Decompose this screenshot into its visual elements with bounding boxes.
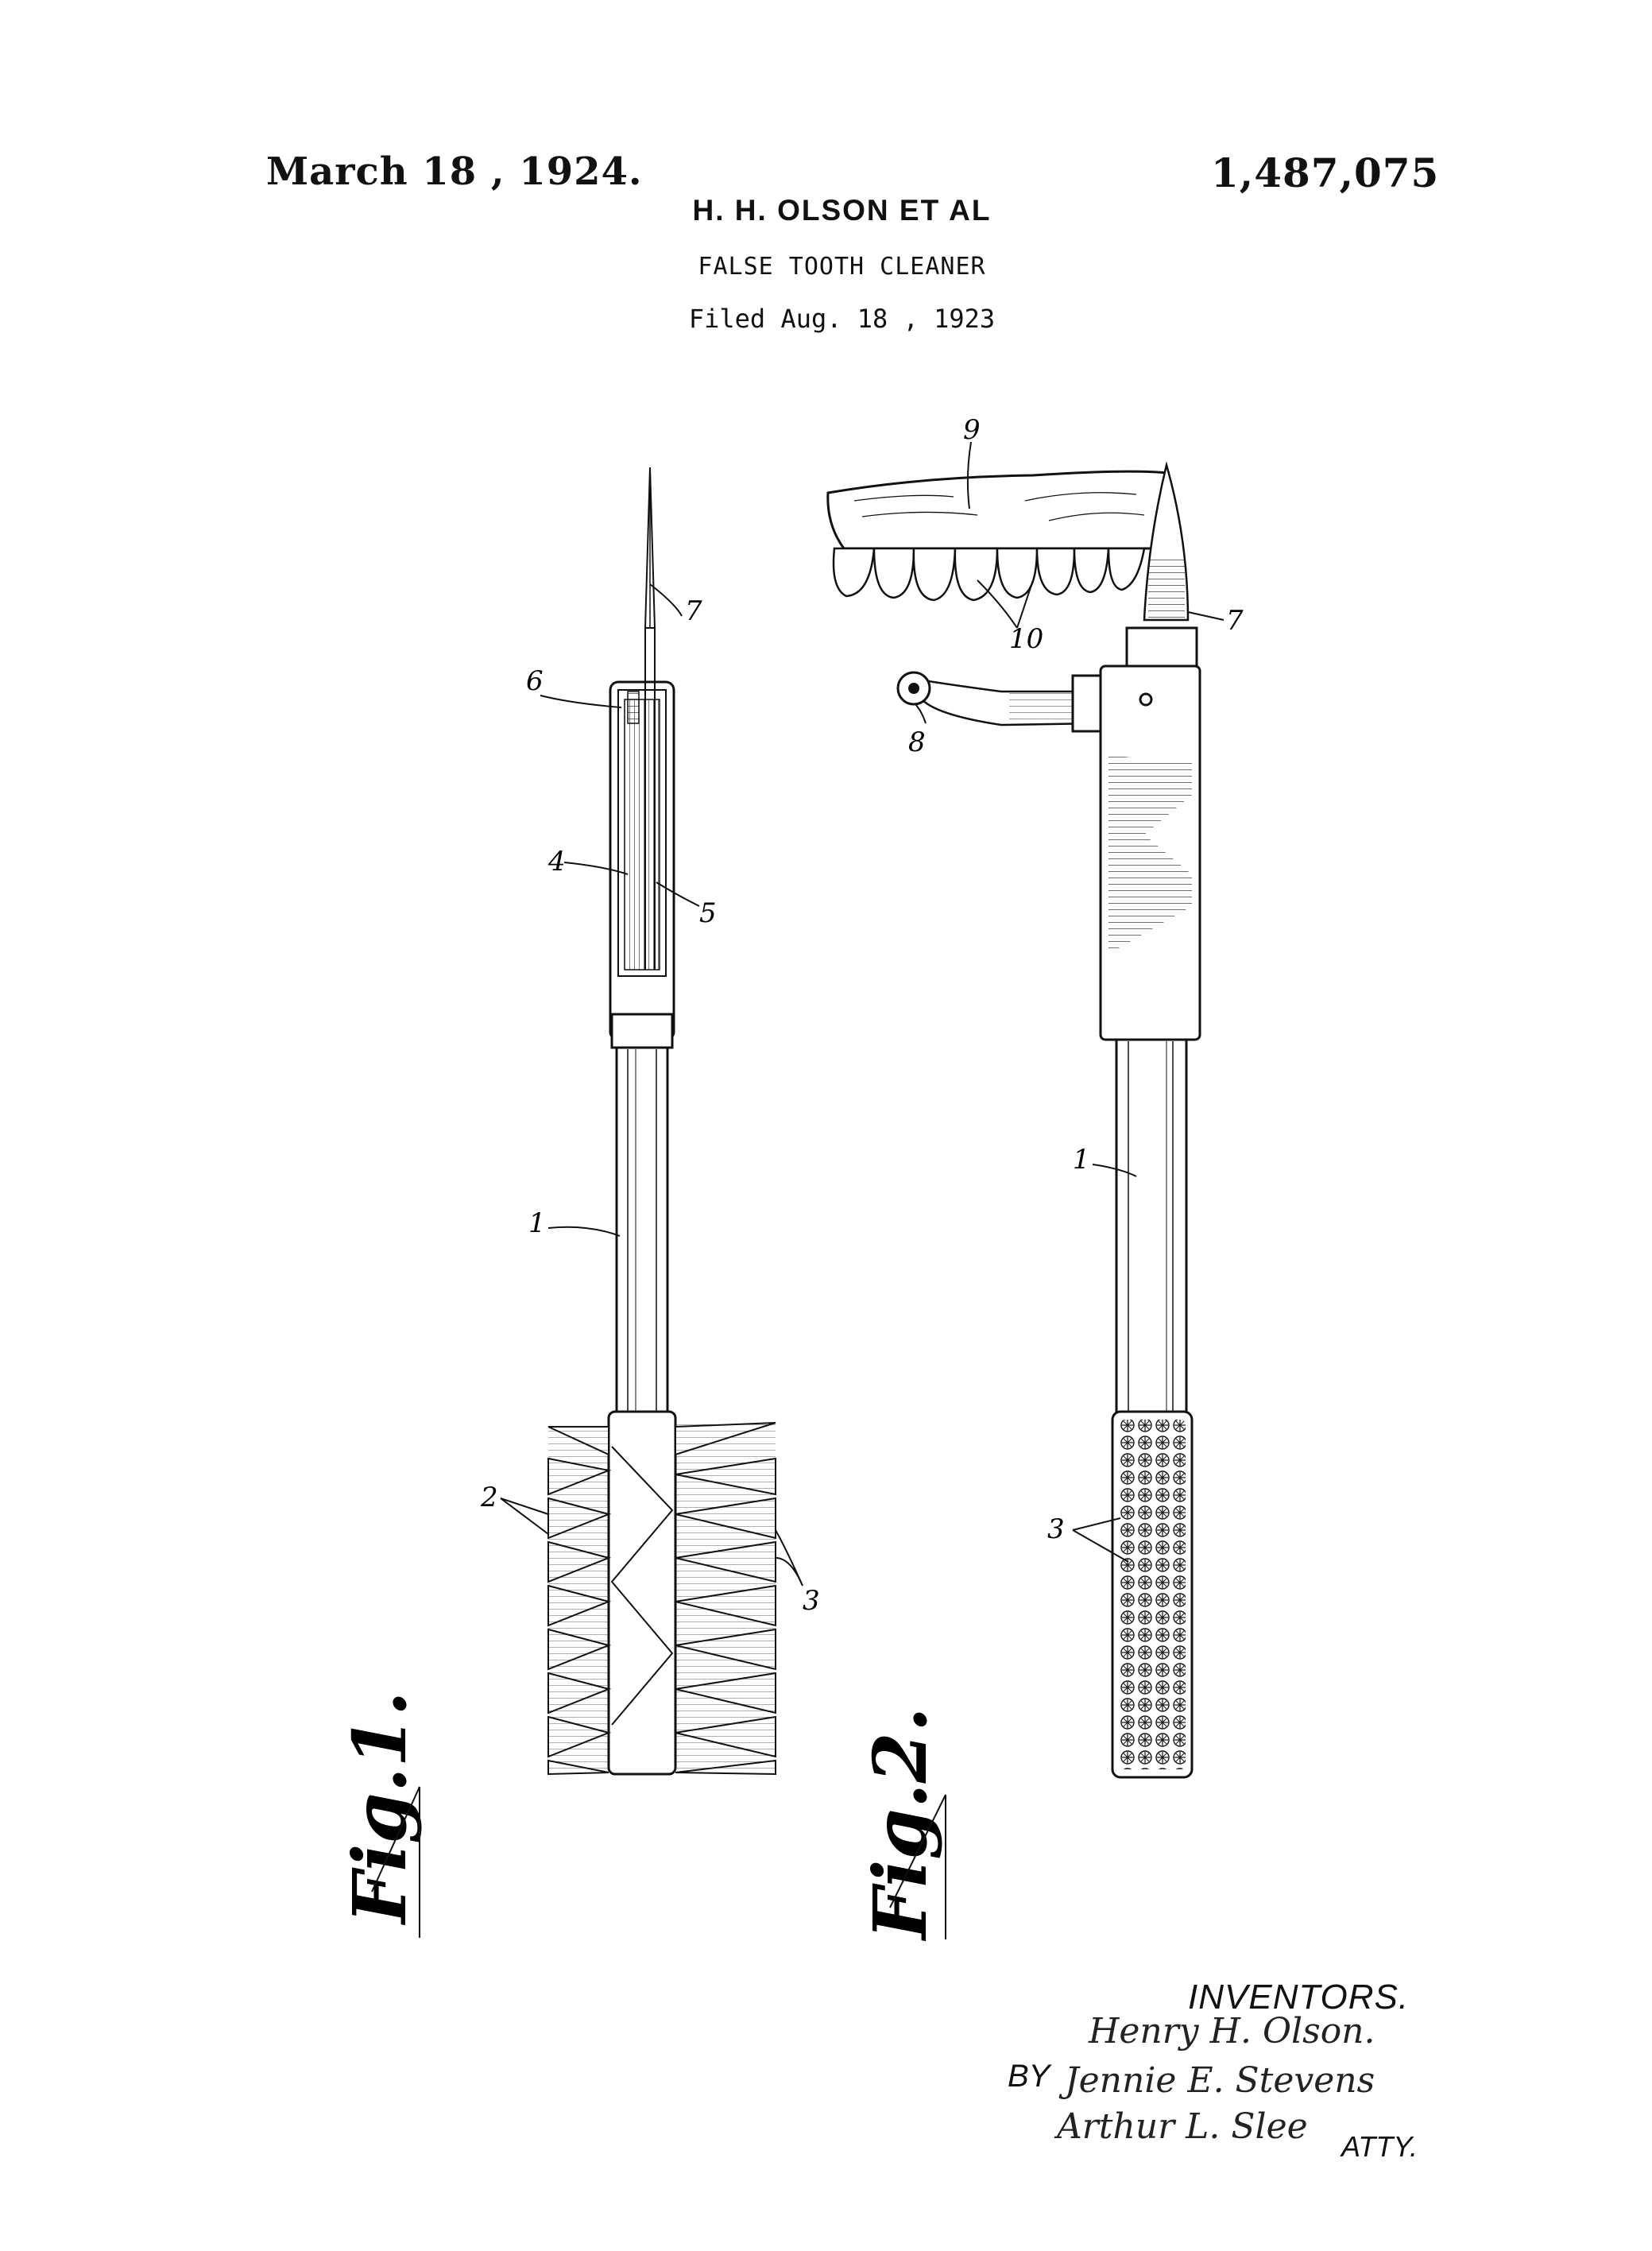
ref-numeral-7: 7 — [685, 595, 702, 627]
ref-numeral-3: 3 — [803, 1585, 820, 1617]
figure-2-drawing: Fig.2. — [826, 441, 1224, 1942]
ref-numeral-6: 6 — [526, 665, 544, 697]
by-label: BY — [1008, 2059, 1050, 2094]
filed-date: Filed Aug. 18 , 1923 — [688, 304, 996, 334]
fig2-label: Fig.2. — [857, 1707, 943, 1942]
ref-numeral-10: 10 — [1009, 623, 1043, 655]
patent-number: 1,487,075 — [1211, 149, 1440, 196]
inventor-line: H. H. OLSON ET AL — [692, 194, 992, 227]
ref-numeral-7-fig2: 7 — [1226, 605, 1244, 637]
figure-1-drawing: Fig.1. — [337, 467, 803, 1938]
ref-numeral-4: 4 — [547, 846, 566, 878]
ref-numeral-5: 5 — [699, 897, 717, 929]
fig1-label: Fig.1. — [337, 1691, 423, 1926]
attorney-signature: Arthur L. Slee — [1057, 2106, 1308, 2147]
inventor-signature-2: Jennie E. Stevens — [1065, 2060, 1375, 2101]
ref-numeral-8: 8 — [908, 726, 926, 758]
inventors-heading: INVENTORS. — [1188, 1978, 1410, 2017]
ref-numeral-1-fig2: 1 — [1073, 1144, 1090, 1176]
ref-numeral-9: 9 — [963, 414, 981, 446]
ref-numeral-1: 1 — [528, 1207, 546, 1239]
inventor-signature-1: Henry H. Olson. — [1089, 2011, 1375, 2051]
ref-numeral-3-fig2: 3 — [1047, 1513, 1065, 1545]
atty-label: ATTY. — [1341, 2130, 1418, 2163]
patent-title: FALSE TOOTH CLEANER — [698, 253, 986, 281]
ref-numeral-2: 2 — [480, 1482, 498, 1513]
patent-date: March 18 , 1924. — [266, 149, 643, 194]
